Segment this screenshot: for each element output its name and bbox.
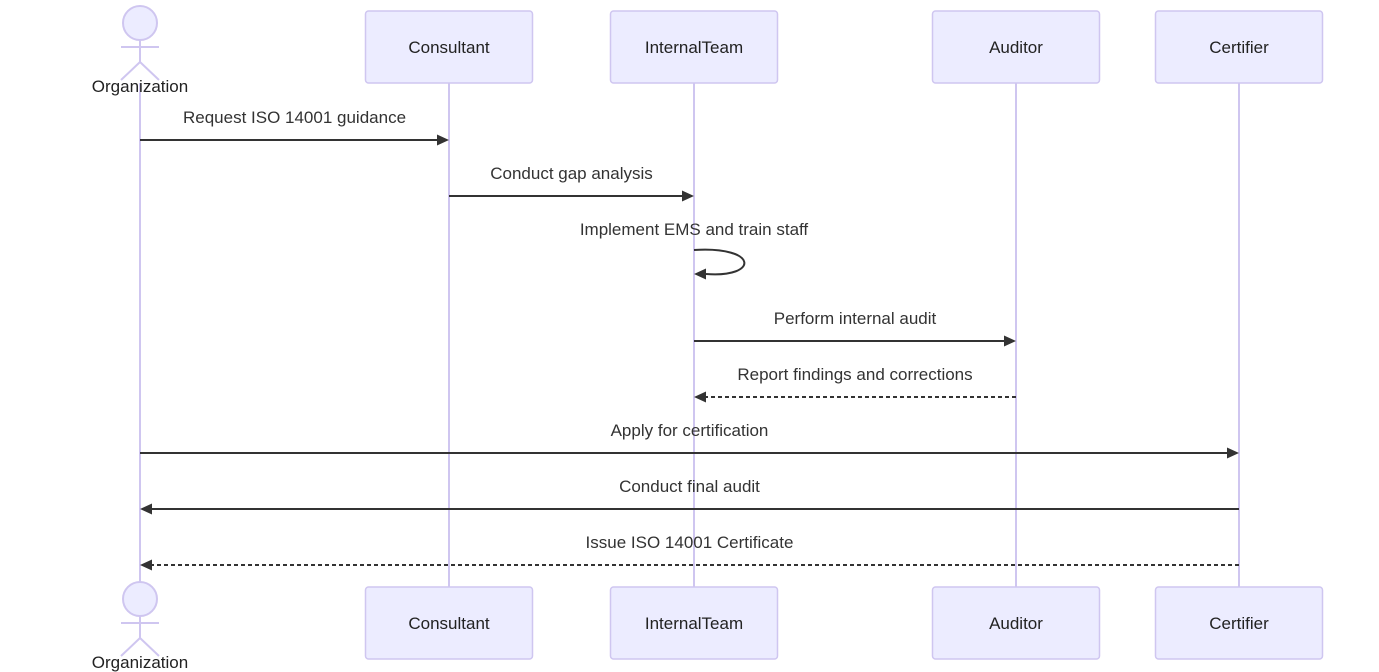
arrowhead-icon: [694, 391, 706, 403]
message-2: Conduct gap analysis: [449, 164, 694, 202]
participant-label: Consultant: [408, 614, 490, 633]
message-6: Apply for certification: [140, 421, 1239, 459]
message-1: Request ISO 14001 guidance: [140, 108, 449, 146]
participant-certifier-bottom[interactable]: Certifier: [1154, 586, 1324, 660]
message-7: Conduct final audit: [140, 477, 1239, 515]
self-message-loop: [693, 248, 746, 276]
participant-box: [609, 586, 779, 660]
arrowhead-icon: [140, 503, 152, 515]
message-label: Apply for certification: [611, 421, 769, 440]
arrowhead-icon: [140, 559, 152, 571]
participant-certifier-top[interactable]: Certifier: [1154, 10, 1324, 84]
participant-box: [364, 586, 534, 660]
participant-label: InternalTeam: [645, 38, 743, 57]
actor-head-icon: [122, 5, 158, 41]
message-3: Implement EMS and train staff: [580, 220, 809, 280]
message-label: Conduct gap analysis: [490, 164, 653, 183]
message-label: Conduct final audit: [619, 477, 760, 496]
message-label: Issue ISO 14001 Certificate: [586, 533, 794, 552]
participant-label: Auditor: [989, 38, 1043, 57]
participant-label: Certifier: [1209, 614, 1269, 633]
message-8: Issue ISO 14001 Certificate: [140, 533, 1239, 571]
actor-organization-top[interactable]: Organization: [92, 5, 188, 96]
participant-consultant-bottom[interactable]: Consultant: [364, 586, 534, 660]
message-5: Report findings and corrections: [694, 365, 1016, 403]
actor-label: Organization: [92, 77, 188, 96]
actor-organization-bottom[interactable]: Organization: [92, 581, 188, 672]
message-label: Report findings and corrections: [737, 365, 972, 384]
message-label: Request ISO 14001 guidance: [183, 108, 406, 127]
arrowhead-icon: [682, 190, 694, 202]
arrowhead-icon: [694, 268, 706, 280]
participants: OrganizationOrganizationConsultantConsul…: [92, 5, 1324, 672]
participant-consultant-top[interactable]: Consultant: [364, 10, 534, 84]
message-label: Perform internal audit: [774, 309, 937, 328]
lifelines: [139, 83, 1240, 587]
participant-label: Certifier: [1209, 38, 1269, 57]
actor-body-icon: [120, 616, 160, 657]
actor-head-icon: [122, 581, 158, 617]
participant-box: [931, 586, 1101, 660]
participant-box: [1154, 10, 1324, 84]
participant-internalteam-top[interactable]: InternalTeam: [609, 10, 779, 84]
message-4: Perform internal audit: [694, 309, 1016, 347]
arrowhead-icon: [437, 134, 449, 146]
participant-box: [609, 10, 779, 84]
participant-internalteam-bottom[interactable]: InternalTeam: [609, 586, 779, 660]
arrowhead-icon: [1004, 335, 1016, 347]
participant-box: [1154, 586, 1324, 660]
participant-box: [931, 10, 1101, 84]
participant-label: Auditor: [989, 614, 1043, 633]
participant-auditor-bottom[interactable]: Auditor: [931, 586, 1101, 660]
arrowhead-icon: [1227, 447, 1239, 459]
participant-auditor-top[interactable]: Auditor: [931, 10, 1101, 84]
message-label: Implement EMS and train staff: [580, 220, 809, 239]
actor-label: Organization: [92, 653, 188, 672]
actor-body-icon: [120, 40, 160, 81]
participant-label: InternalTeam: [645, 614, 743, 633]
participant-box: [364, 10, 534, 84]
participant-label: Consultant: [408, 38, 490, 57]
